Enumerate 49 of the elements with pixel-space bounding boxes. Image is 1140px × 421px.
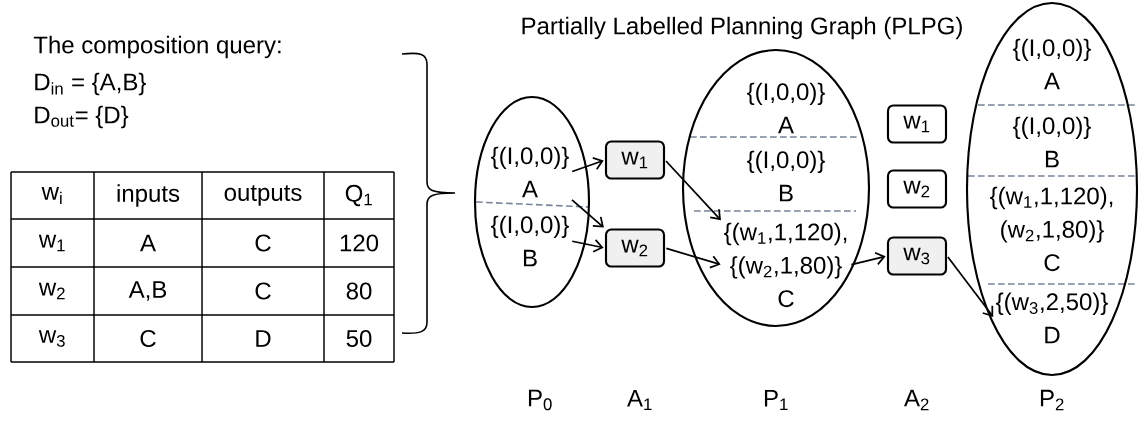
cell-text: C	[255, 234, 271, 252]
label-set: {(I,0,0)} B	[491, 215, 569, 267]
cell-text: w$_{3}$	[38, 330, 65, 347]
arrow	[571, 239, 604, 253]
cell-text: D	[256, 330, 271, 347]
cell-text: w$_{i}$	[41, 187, 62, 204]
service-box: w$_{2}$	[604, 228, 666, 268]
label-set: {(I,0,0)} B	[747, 150, 825, 202]
service-box: w$_{1}$	[604, 140, 666, 180]
cell-text: inputs	[117, 184, 180, 207]
arrow	[850, 251, 886, 266]
cell-text: w$_{2}$	[38, 282, 65, 300]
label-set: {(w$_{3}$,2,50)} D	[996, 292, 1108, 344]
query-text: D$_{in}$ = {A,B}	[35, 72, 146, 96]
label-set: {(I,0,0)} A	[747, 82, 825, 134]
cell-text: A	[140, 234, 156, 252]
cell-text: A,B	[128, 281, 167, 301]
service-box: w$_{1}$	[886, 104, 948, 144]
cell-text: 120	[340, 234, 379, 252]
label-set: {(w$_{1}$,1,120), {(w$_{2}$,1,80)} C	[724, 222, 847, 308]
label-set: {(I,0,0)} B	[1013, 116, 1091, 168]
arrow	[665, 247, 721, 269]
cell-text: Q$_{1}$	[345, 184, 372, 207]
layer-ellipse	[965, 1, 1139, 377]
service-box: w$_{3}$	[886, 236, 948, 276]
layer-ellipse	[473, 95, 591, 309]
arrow	[665, 160, 721, 221]
label-set: {(I,0,0)} A	[1013, 38, 1091, 90]
cell-text: C	[140, 330, 156, 347]
arrow	[947, 256, 994, 317]
cell-text: 80	[346, 282, 372, 300]
layer-label: A$_{2}$	[904, 389, 929, 411]
layer-label: A$_{1}$	[627, 389, 652, 411]
layer-label: P$_{2}$	[1040, 389, 1064, 411]
query-text: The composition query:	[33, 35, 281, 59]
layer-label: P$_{0}$	[528, 389, 552, 411]
cell-text: w$_{1}$	[38, 234, 65, 252]
layer-ellipse	[681, 48, 871, 328]
arrow	[571, 198, 604, 228]
cell-text: 50	[346, 330, 372, 347]
arrow	[571, 157, 604, 173]
title: Partially Labelled Planning Graph (PLPG)	[522, 16, 962, 40]
label-set: {(I,0,0)} A	[491, 146, 569, 198]
query-text: D$_{out}$= {D}	[35, 105, 129, 129]
cell-text: outputs	[224, 185, 302, 206]
service-box: w$_{2}$	[886, 169, 948, 209]
label-set: {(w$_{1}$,1,120), (w$_{2}$,1,80)} C	[990, 186, 1113, 272]
cell-text: C	[255, 282, 271, 300]
layer-label: P$_{1}$	[764, 389, 788, 411]
